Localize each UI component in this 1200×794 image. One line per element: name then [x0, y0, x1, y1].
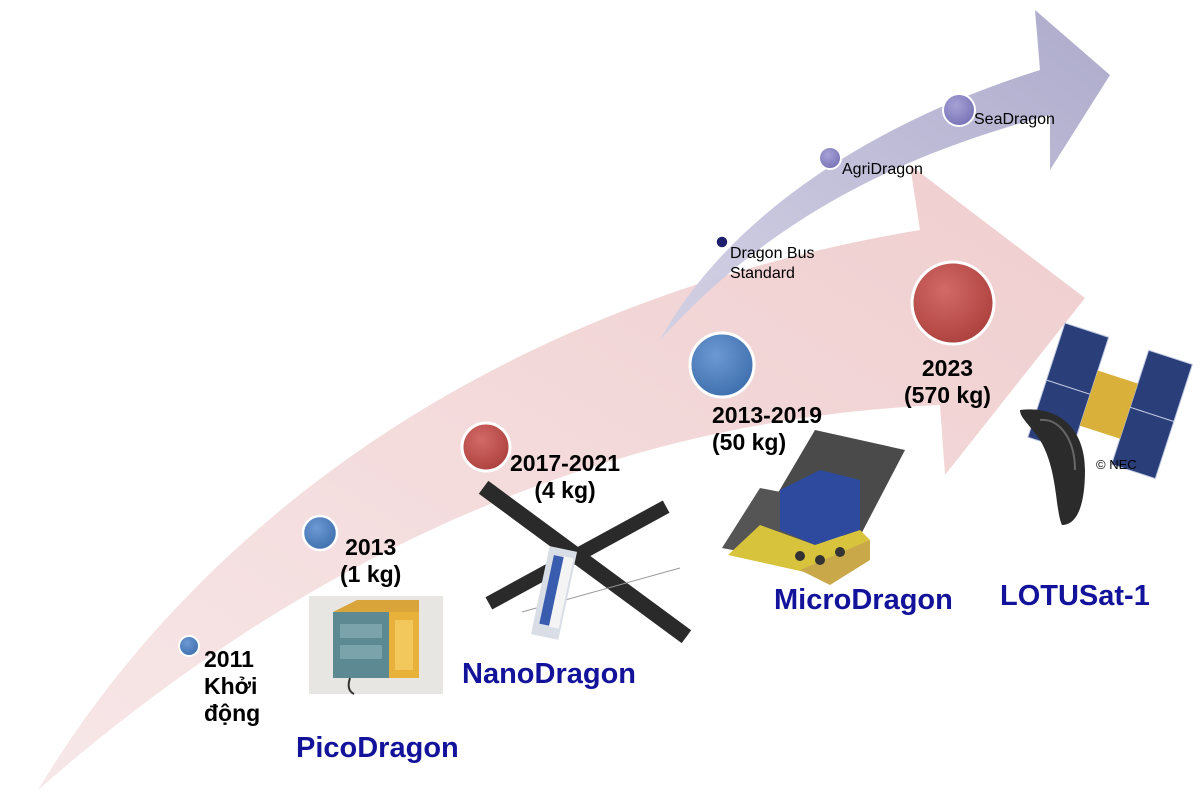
lotusat-image [1020, 322, 1194, 525]
dot-2011 [178, 635, 200, 657]
milestone-2023-year: 2023 [921, 355, 974, 381]
milestone-2011: 2011 Khởi động [204, 646, 260, 727]
milestone-2013-weight: (1 kg) [340, 561, 402, 587]
milestone-2017-2021-year: 2017-2021 [510, 450, 620, 476]
main-arrow [38, 165, 1085, 790]
dot-dragon-bus [715, 235, 729, 249]
nanodragon-image [478, 480, 692, 644]
milestone-2013-2019-year: 2013-2019 [712, 402, 822, 428]
dot-2013 [301, 514, 339, 552]
milestone-2017-2021: 2017-2021 (4 kg) [510, 450, 620, 504]
microdragon-image [722, 430, 905, 585]
milestone-2023-weight: (570 kg) [904, 382, 991, 408]
milestone-2011-line3: động [204, 700, 261, 726]
branch-seadragon: SeaDragon [974, 111, 1055, 128]
milestone-2017-2021-weight: (4 kg) [534, 477, 596, 503]
dragon-bus-line1: Dragon Bus [730, 245, 815, 262]
dot-2017 [460, 421, 512, 473]
branch-agridragon: AgriDragon [842, 161, 923, 178]
dragon-bus-line2: Standard [730, 265, 795, 282]
dot-2023 [910, 260, 996, 346]
milestone-2013: 2013 (1 kg) [340, 534, 401, 588]
branch-dragon-bus: Dragon Bus Standard [730, 244, 815, 284]
milestone-2013-year: 2013 [345, 534, 397, 560]
image-credit: © NEC [1096, 457, 1137, 472]
milestone-2013-2019: 2013-2019 (50 kg) [712, 402, 822, 456]
satellite-picodragon: PicoDragon [296, 732, 459, 764]
dot-agridragon [818, 146, 842, 170]
branch-arrow [660, 10, 1110, 340]
dot-2013-2019 [688, 331, 756, 399]
milestone-2013-2019-weight: (50 kg) [712, 429, 787, 455]
milestone-2023: 2023 (570 kg) [904, 355, 991, 409]
picodragon-image [309, 596, 443, 695]
satellite-microdragon: MicroDragon [774, 584, 953, 616]
dot-seadragon [942, 93, 976, 127]
satellite-lotusat: LOTUSat-1 [1000, 580, 1150, 612]
milestone-2011-line2: Khởi [204, 673, 258, 699]
milestone-2011-year: 2011 [204, 646, 254, 672]
satellite-nanodragon: NanoDragon [462, 658, 636, 690]
